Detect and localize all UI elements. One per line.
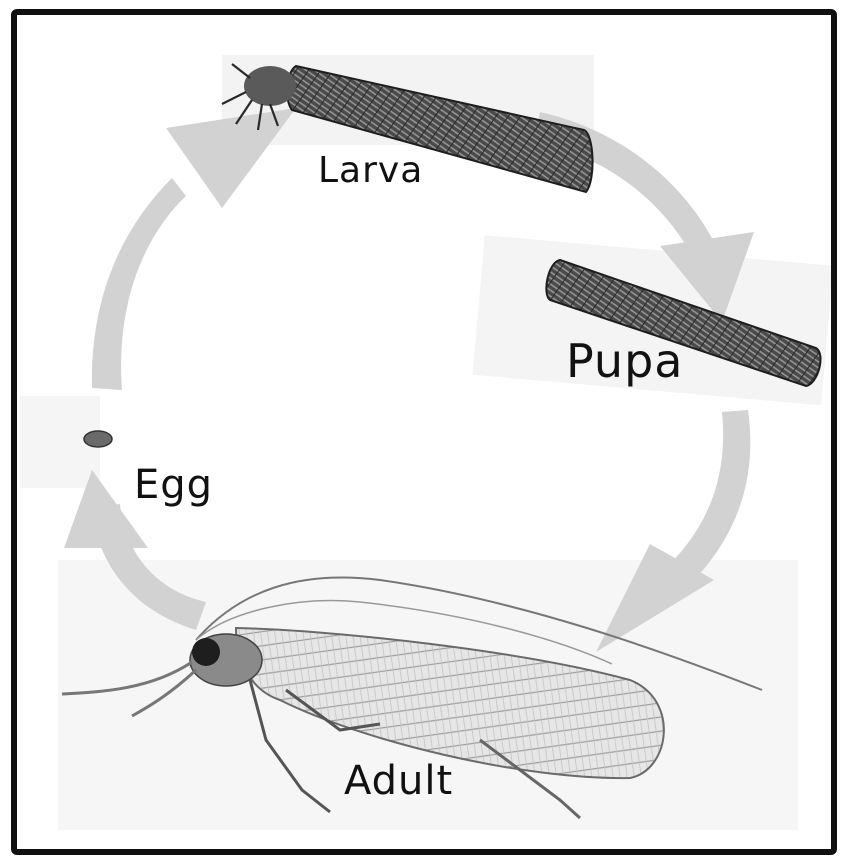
egg-illustration: [84, 431, 112, 447]
stage-label-pupa: Pupa: [566, 334, 683, 388]
stage-label-egg: Egg: [134, 462, 213, 508]
stage-label-larva: Larva: [318, 150, 423, 191]
stage-label-adult: Adult: [344, 758, 453, 804]
